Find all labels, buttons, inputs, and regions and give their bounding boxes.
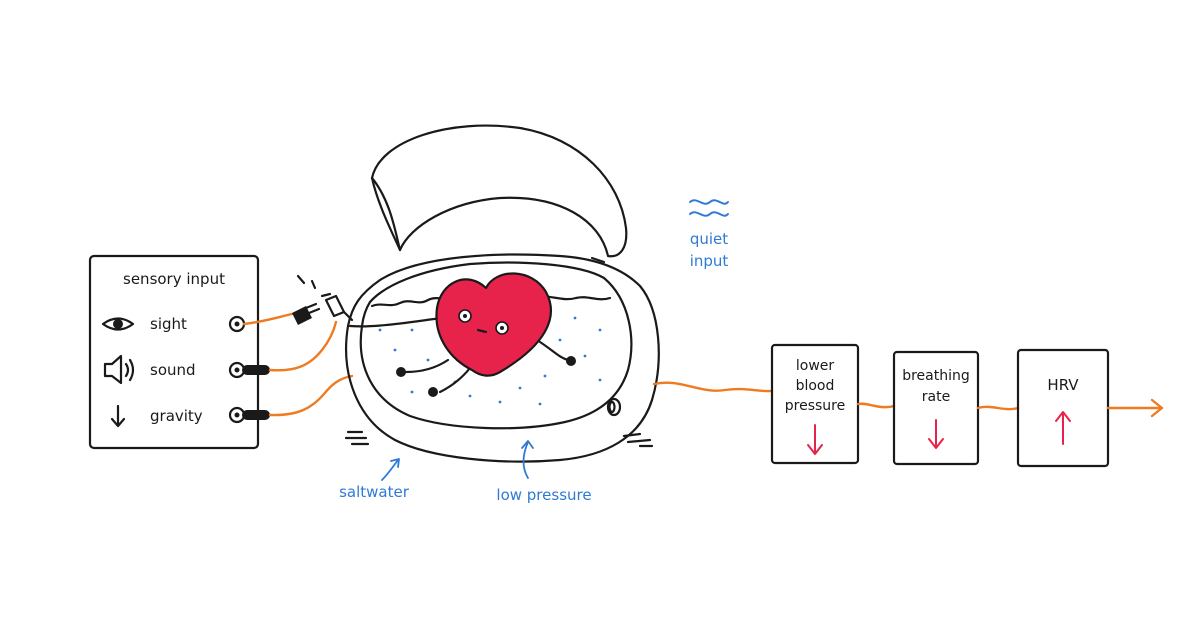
heart-body	[435, 272, 552, 377]
hrv-out-arrowhead	[1150, 398, 1164, 418]
sound-plug	[242, 365, 270, 375]
tank-inner-rim	[359, 261, 633, 430]
tank-lid-rim	[370, 176, 402, 252]
sound-wire	[268, 320, 338, 372]
tank-to-bp-wire	[652, 381, 774, 393]
low-pressure-annotation: low pressure	[496, 440, 592, 504]
sensory-panel-title: sensory input	[123, 270, 225, 288]
output-box-breathing-rate: breathing rate	[892, 350, 980, 466]
quiet-input-annotation: quiet input	[689, 199, 729, 270]
tank-hinge	[590, 256, 606, 264]
wave-icon	[689, 199, 729, 205]
hrv-up-arrow-icon	[1055, 411, 1071, 445]
speaker-icon	[103, 354, 135, 385]
sensory-label-sound: sound	[150, 361, 196, 379]
ground-scribble-left	[344, 430, 370, 446]
sensory-panel-box	[88, 254, 260, 450]
sight-jack	[228, 315, 246, 333]
breathing-to-hrv-wire	[976, 405, 1020, 411]
floating-heart	[348, 272, 576, 397]
bp-line1: lower	[796, 358, 835, 374]
sensory-label-sight: sight	[150, 315, 187, 333]
gravity-wire	[268, 374, 354, 417]
heart-arm-left	[348, 316, 444, 328]
tank-power-button	[606, 397, 622, 417]
quiet-label: quiet	[690, 230, 728, 248]
heart-leg-right	[438, 366, 472, 394]
sensory-input-panel: sensory input sight sound gravity	[88, 254, 270, 450]
saltwater-arrow	[381, 459, 399, 481]
bp-line3: pressure	[785, 398, 845, 414]
breathing-line1: breathing	[902, 368, 970, 384]
saltwater-label: saltwater	[339, 483, 410, 501]
breathing-down-arrow-icon	[928, 419, 944, 449]
input-label: input	[690, 252, 729, 270]
bp-line2: blood	[796, 378, 835, 394]
hrv-label: HRV	[1047, 376, 1079, 394]
tank-body	[345, 253, 660, 463]
low-pressure-arrow	[522, 441, 529, 479]
saltwater-annotation: saltwater	[339, 458, 410, 501]
unplugged-plug-icon	[292, 274, 354, 325]
hrv-box	[1016, 348, 1110, 468]
breathing-line2: rate	[922, 389, 950, 405]
sensory-label-gravity: gravity	[150, 407, 203, 425]
gravity-jack	[228, 406, 246, 424]
sight-wire	[242, 312, 294, 326]
eye-icon	[101, 317, 135, 331]
sound-jack	[228, 361, 246, 379]
float-tank	[344, 124, 660, 463]
water-specks	[378, 316, 602, 406]
down-arrow-icon	[110, 404, 126, 428]
gravity-plug	[242, 410, 270, 420]
bp-to-breathing-wire	[856, 402, 896, 409]
heart-arm-right	[538, 340, 570, 362]
output-box-hrv: HRV	[1016, 348, 1110, 468]
tank-lid	[370, 124, 628, 258]
heart-mouth	[476, 328, 488, 334]
output-box-blood-pressure: lower blood pressure	[770, 343, 860, 465]
bp-down-arrow-icon	[807, 424, 823, 455]
low-pressure-label: low pressure	[496, 486, 591, 504]
heart-leg-left	[404, 358, 450, 374]
